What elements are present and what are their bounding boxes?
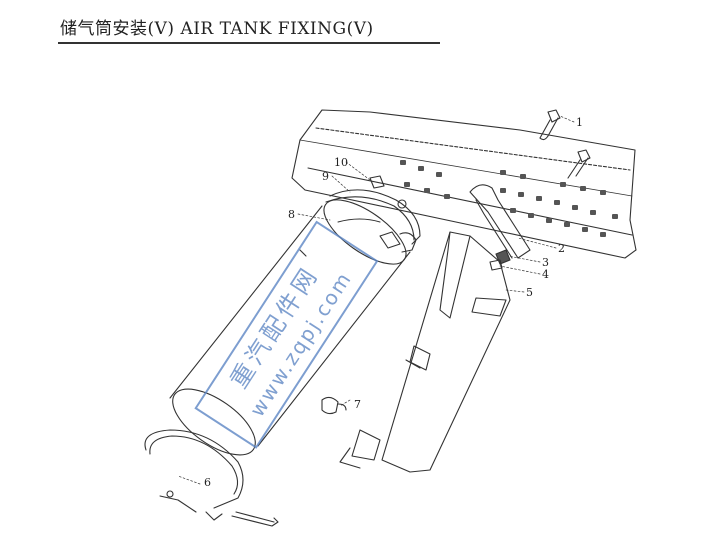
callout-7: 7	[354, 398, 361, 411]
bracket-2	[469, 184, 531, 259]
page-title: 储气筒安装(V) AIR TANK FIXING(V)	[60, 19, 374, 39]
callout-9: 9	[322, 170, 329, 183]
callout-1: 1	[576, 116, 583, 129]
plug-7	[321, 396, 347, 415]
callout-5: 5	[526, 286, 533, 299]
frame-rail	[291, 109, 637, 259]
callout-6: 6	[204, 476, 211, 489]
callout-8: 8	[288, 208, 295, 221]
bolt-upper-right	[567, 149, 591, 179]
callout-10: 10	[334, 156, 348, 169]
title-underline	[58, 42, 440, 44]
callout-labels: 1 2 3 4 5 6 7 8 9 10	[204, 116, 583, 489]
nut-10	[369, 175, 385, 189]
air-tank-8	[169, 199, 417, 456]
callout-2: 2	[558, 242, 565, 255]
callout-4: 4	[542, 268, 549, 281]
strap-6	[144, 429, 279, 527]
bolt-1	[539, 109, 561, 141]
callout-3: 3	[542, 256, 549, 269]
rail-holes	[400, 160, 618, 237]
bracket-5	[339, 231, 511, 473]
leader-lines	[177, 115, 575, 485]
